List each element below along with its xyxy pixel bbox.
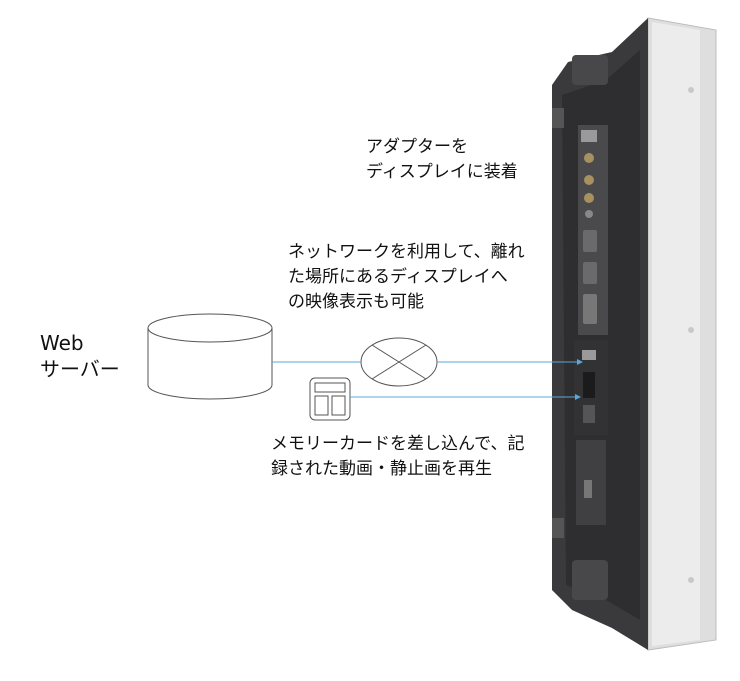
connector-lines [272, 359, 583, 400]
memory-card-icon [309, 377, 351, 421]
adapter-label: アダプターを ディスプレイに装着 [366, 135, 518, 185]
web-server-label-line-2: サーバー [40, 357, 120, 381]
network-label: ネットワークを利用して、離れ た場所にあるディスプレイへ の映像表示も可能 [288, 240, 525, 315]
memory-card-label: メモリーカードを差し込んで、記 録された動画・静止画を再生 [271, 432, 524, 482]
web-server-label: Web サーバー [40, 330, 120, 382]
memory-card-label-line-1: メモリーカードを差し込んで、記 [271, 434, 525, 454]
network-label-line-3: の映像表示も可能 [288, 292, 424, 312]
adapter-label-line-2: ディスプレイに装着 [366, 162, 518, 182]
network-label-line-2: た場所にあるディスプレイへ [288, 267, 508, 287]
network-icon [360, 337, 438, 387]
display-side-view [552, 17, 717, 651]
web-server-label-line-1: Web [40, 331, 84, 355]
adapter-label-line-1: アダプターを [366, 137, 468, 157]
network-label-line-1: ネットワークを利用して、離れ [288, 242, 525, 262]
memory-card-label-line-2: 録された動画・静止画を再生 [271, 459, 492, 479]
server-database-icon [147, 313, 273, 400]
